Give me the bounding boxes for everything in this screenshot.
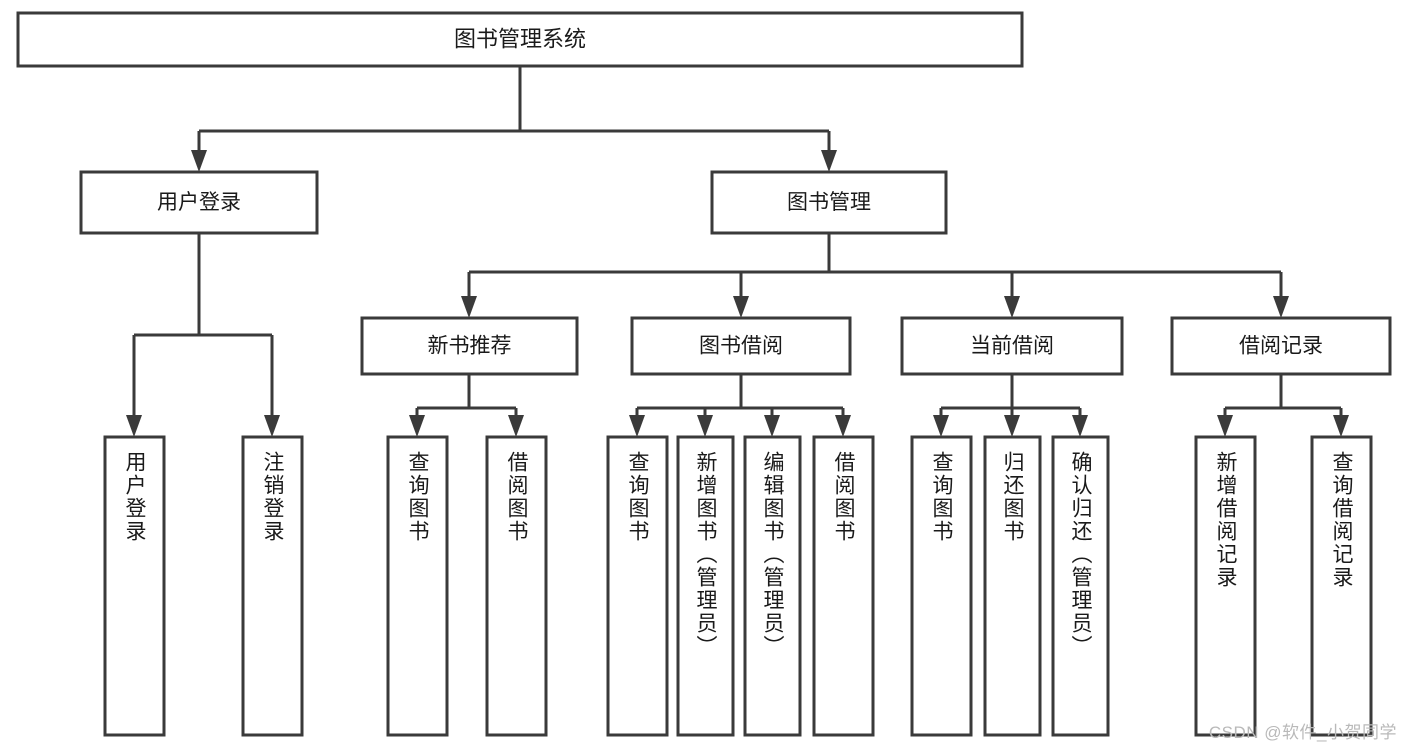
node-label-new-book-recommend: 新书推荐 (428, 335, 512, 358)
arrow-head-icon (1217, 415, 1233, 437)
node-box-borrow-record[interactable] (1170, 316, 1392, 376)
arrow-head-icon (461, 296, 477, 318)
node-box-book-borrow[interactable] (630, 316, 852, 376)
leaf-box-leaf-borrow-book-rec[interactable] (485, 435, 548, 737)
node-box-layer (16, 11, 1392, 737)
arrow-head-icon (1004, 296, 1020, 318)
connector-layer (126, 66, 1349, 437)
arrow-head-icon (191, 150, 207, 172)
arrow-head-icon (821, 150, 837, 172)
arrow-head-icon (733, 296, 749, 318)
arrow-head-icon (629, 415, 645, 437)
arrow-head-icon (508, 415, 524, 437)
node-label-book-borrow: 图书借阅 (699, 335, 783, 358)
leaf-box-leaf-user-login[interactable] (103, 435, 166, 737)
arrow-head-icon (697, 415, 713, 437)
node-box-current-borrow[interactable] (900, 316, 1124, 376)
node-box-new-book-recommend[interactable] (360, 316, 579, 376)
arrow-head-icon (1072, 415, 1088, 437)
node-label-root: 图书管理系统 (454, 26, 586, 51)
leaf-box-leaf-query-book-cur[interactable] (910, 435, 973, 737)
arrow-head-icon (1273, 296, 1289, 318)
node-label-current-borrow: 当前借阅 (970, 335, 1054, 358)
arrow-head-icon (933, 415, 949, 437)
node-box-root[interactable] (16, 11, 1024, 68)
arrow-head-icon (835, 415, 851, 437)
leaf-box-leaf-add-record[interactable] (1194, 435, 1257, 737)
leaf-box-leaf-query-record[interactable] (1310, 435, 1373, 737)
arrow-head-icon (1333, 415, 1349, 437)
leaf-box-leaf-query-book-borrow[interactable] (606, 435, 669, 737)
arrow-head-icon (764, 415, 780, 437)
node-box-book-manage[interactable] (710, 170, 948, 235)
leaf-box-leaf-edit-book[interactable] (743, 435, 802, 737)
arrow-head-icon (264, 415, 280, 437)
node-label-user-login: 用户登录 (157, 191, 241, 214)
leaf-box-leaf-add-book[interactable] (676, 435, 735, 737)
leaf-box-leaf-return-book[interactable] (983, 435, 1042, 737)
node-label-borrow-record: 借阅记录 (1239, 335, 1323, 358)
leaf-box-leaf-logout[interactable] (241, 435, 304, 737)
csdn-watermark: CSDN @软件_小贺同学 (1208, 723, 1397, 742)
arrow-head-icon (126, 415, 142, 437)
leaf-box-leaf-query-book-rec[interactable] (386, 435, 449, 737)
arrow-head-icon (409, 415, 425, 437)
arrow-head-icon (1004, 415, 1020, 437)
node-box-user-login[interactable] (79, 170, 319, 235)
leaf-box-leaf-confirm-return[interactable] (1051, 435, 1110, 737)
leaf-box-leaf-borrow-book-b[interactable] (812, 435, 875, 737)
node-label-book-manage: 图书管理 (787, 191, 871, 214)
